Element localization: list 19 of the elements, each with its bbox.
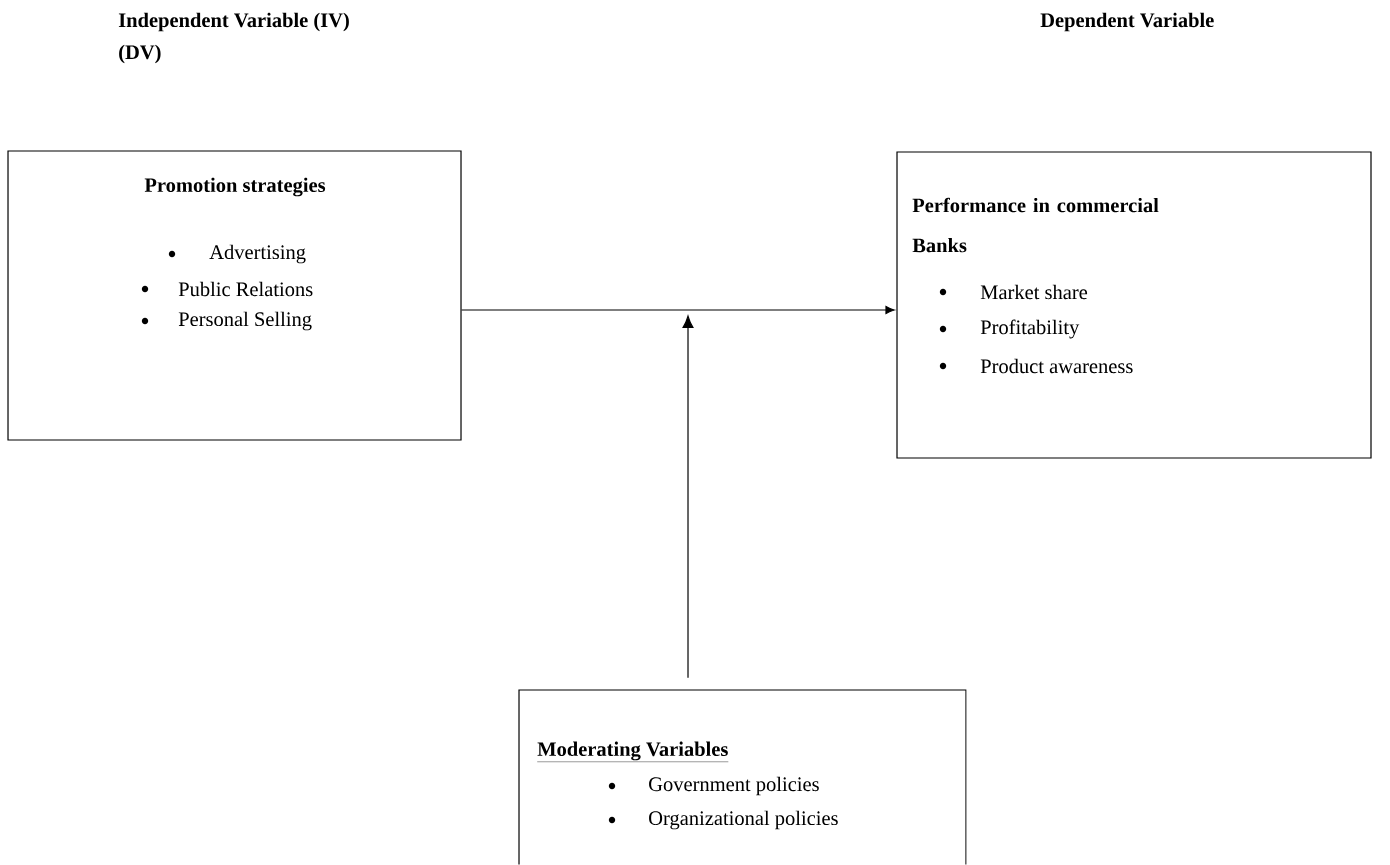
heading-label: Dependent Variable xyxy=(1040,12,1214,32)
list-item: Product awareness xyxy=(980,358,1133,374)
variable-box xyxy=(518,689,967,865)
arrow xyxy=(682,315,694,679)
list-item: Market share xyxy=(980,284,1088,300)
heading-label: Independent Variable (IV) xyxy=(118,12,349,32)
list-item: Government policies xyxy=(649,776,819,796)
arrow xyxy=(461,306,895,314)
variable-box xyxy=(896,151,1372,459)
list-item: Profitability xyxy=(980,319,1080,339)
heading-label: (DV) xyxy=(119,44,161,64)
heading: Performance in commercial Banks xyxy=(912,197,1159,253)
list-item: Organizational policies xyxy=(649,810,838,830)
list-item: Public Relations xyxy=(178,281,313,297)
list-item: Advertising xyxy=(209,244,306,264)
heading: Moderating Variables xyxy=(537,741,729,762)
heading: Promotion strategies xyxy=(144,177,326,197)
variable-box xyxy=(7,150,462,441)
list-item: Personal Selling xyxy=(178,311,312,331)
